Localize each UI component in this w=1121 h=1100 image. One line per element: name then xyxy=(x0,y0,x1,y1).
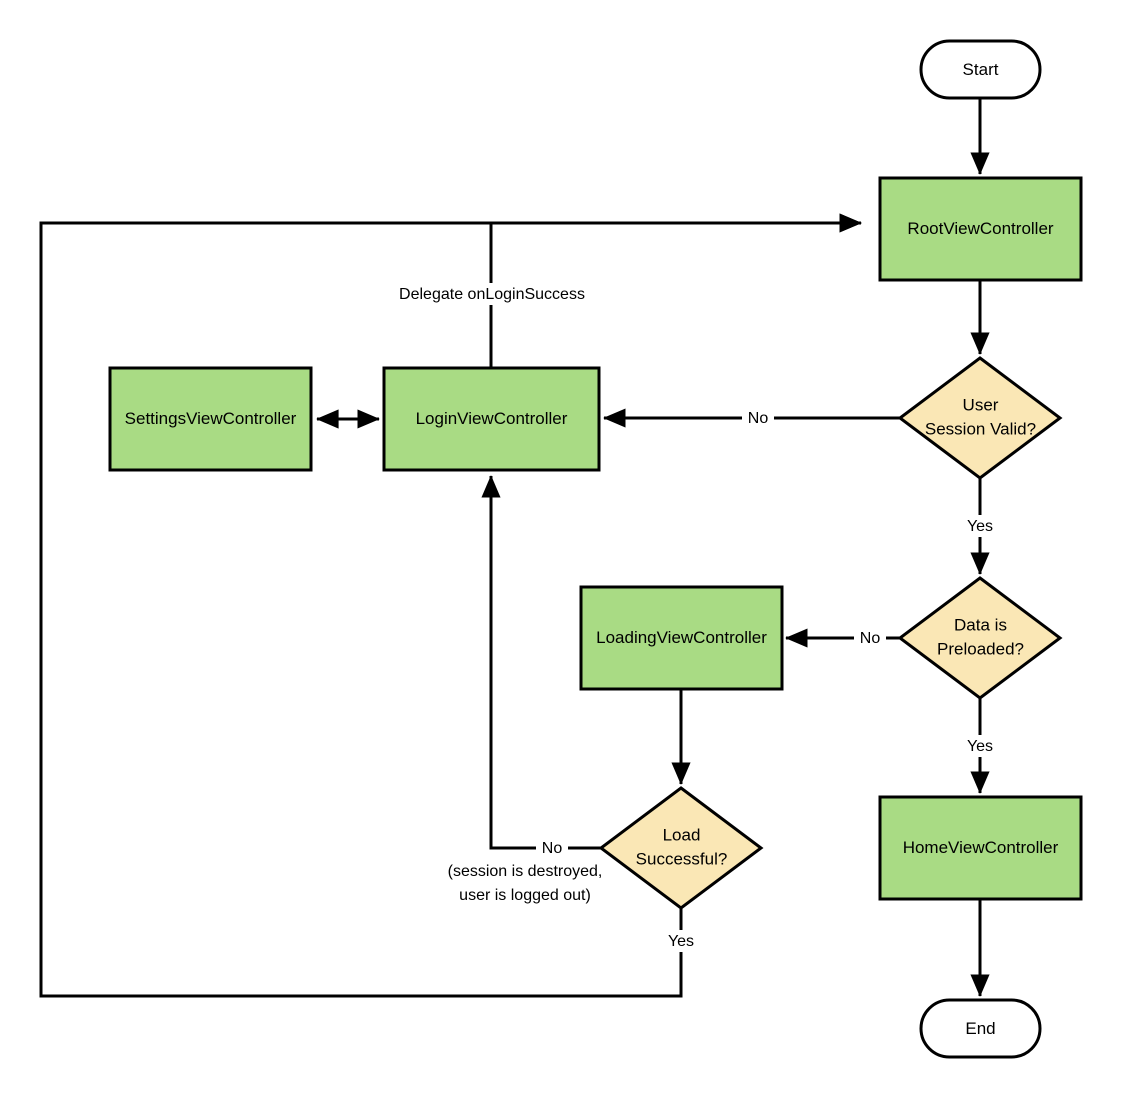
node-load-successful-label-line1: Load xyxy=(663,825,701,844)
edge-preload-to-home: Yes xyxy=(962,698,998,794)
edge-label-delegate-onloginsuccess: Delegate onLoginSuccess xyxy=(399,286,585,303)
node-rootviewcontroller-label: RootViewController xyxy=(907,219,1053,238)
node-data-is-preloaded-label-line1: Data is xyxy=(954,615,1007,634)
node-user-session-valid-label-line2: Session Valid? xyxy=(925,419,1036,438)
node-homeviewcontroller[interactable]: HomeViewController xyxy=(878,795,1083,901)
node-loadingviewcontroller[interactable]: LoadingViewController xyxy=(579,585,784,691)
edge-label-no-loadcheck: No xyxy=(542,840,563,857)
node-loginviewcontroller[interactable]: LoginViewController xyxy=(382,366,601,472)
node-start[interactable]: Start xyxy=(919,39,1042,100)
node-loadingviewcontroller-label: LoadingViewController xyxy=(596,628,767,647)
edge-loadcheck-to-root: Yes xyxy=(39,213,862,998)
node-end-label: End xyxy=(965,1019,995,1038)
edge-loadcheck-to-login: No xyxy=(481,475,601,859)
edge-label-yes-loadcheck: Yes xyxy=(668,933,694,950)
node-homeviewcontroller-label: HomeViewController xyxy=(903,838,1059,857)
node-data-is-preloaded-label-line2: Preloaded? xyxy=(937,639,1024,658)
node-user-session-valid-label-line1: User xyxy=(963,395,999,414)
edge-label-no-preload: No xyxy=(860,630,881,647)
node-user-session-valid-decision[interactable]: User Session Valid? xyxy=(897,356,1063,480)
edge-session-to-login: No xyxy=(603,407,900,429)
edge-session-to-preload: Yes xyxy=(962,478,998,575)
edge-label-yes-preload: Yes xyxy=(967,738,993,755)
node-rootviewcontroller[interactable]: RootViewController xyxy=(878,176,1083,282)
annotation-session-destroyed: (session is destroyed, user is logged ou… xyxy=(448,863,603,904)
node-end[interactable]: End xyxy=(919,998,1042,1059)
edge-login-to-root: Delegate onLoginSuccess xyxy=(386,213,862,368)
node-load-successful-label-line2: Successful? xyxy=(636,849,728,868)
node-settingsviewcontroller-label: SettingsViewController xyxy=(125,409,297,428)
edge-preload-to-loading: No xyxy=(785,627,900,649)
node-start-label: Start xyxy=(963,60,999,79)
node-data-is-preloaded-decision[interactable]: Data is Preloaded? xyxy=(897,576,1063,700)
edge-label-no-session: No xyxy=(748,410,769,427)
annotation-session-destroyed-line1: (session is destroyed, xyxy=(448,863,603,880)
annotation-session-destroyed-line2: user is logged out) xyxy=(459,887,591,904)
node-settingsviewcontroller[interactable]: SettingsViewController xyxy=(108,366,313,472)
node-load-successful-decision[interactable]: Load Successful? xyxy=(598,786,764,910)
edge-label-yes-session: Yes xyxy=(967,518,993,535)
node-loginviewcontroller-label: LoginViewController xyxy=(416,409,568,428)
